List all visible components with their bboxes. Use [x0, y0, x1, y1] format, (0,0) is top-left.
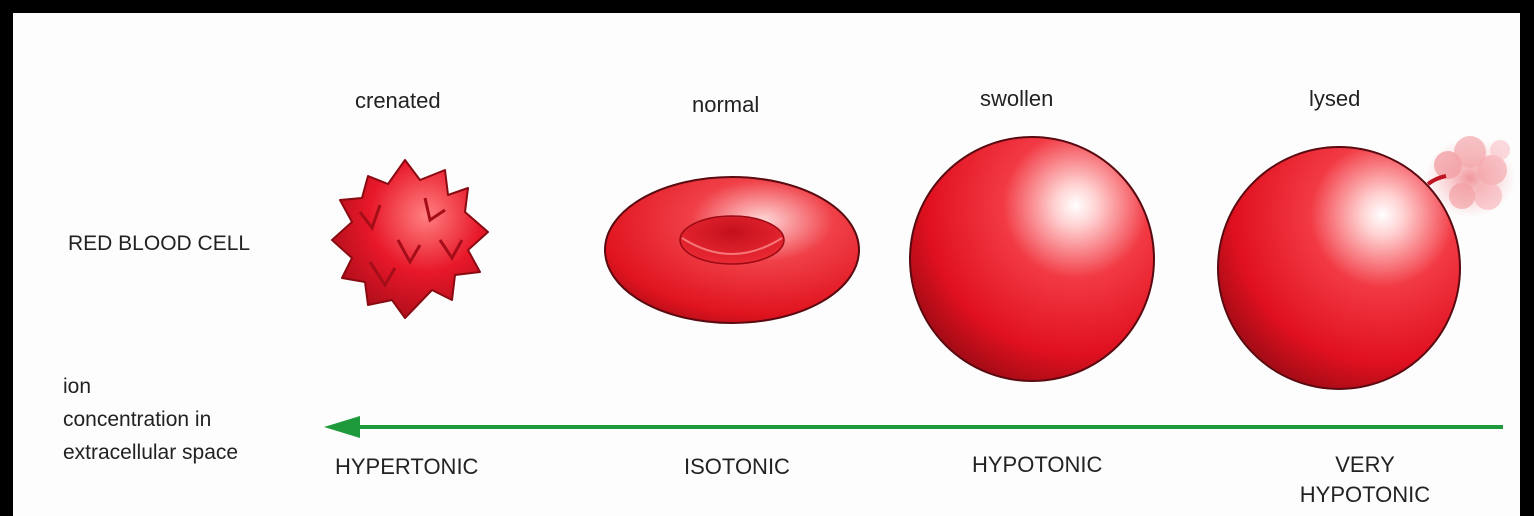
arrow-head-icon: [324, 416, 360, 438]
tonicity-label: VERY HYPOTONIC: [1290, 450, 1440, 510]
axis-label: ion concentration in extracellular space: [63, 370, 323, 469]
axis-label-line: concentration in: [63, 403, 323, 436]
lysed-cell-icon: [1218, 136, 1516, 389]
tonicity-label: HYPERTONIC: [335, 454, 478, 480]
cell-state-label: normal: [692, 92, 759, 118]
tonicity-label-line: HYPOTONIC: [1290, 480, 1440, 510]
crenated-cell-icon: [332, 160, 488, 318]
tonicity-label-line: VERY: [1290, 450, 1440, 480]
cell-state-label: crenated: [355, 88, 441, 114]
axis-label-line: ion: [63, 370, 323, 403]
swollen-cell-icon: [910, 137, 1154, 381]
cell-state-label: swollen: [980, 86, 1053, 112]
tonicity-label: HYPOTONIC: [972, 452, 1102, 478]
concentration-arrow: [324, 416, 1503, 438]
normal-cell-icon: [605, 177, 859, 323]
tonicity-label: ISOTONIC: [684, 454, 790, 480]
axis-label-line: extracellular space: [63, 436, 323, 469]
cell-state-label: lysed: [1309, 86, 1360, 112]
row-label: RED BLOOD CELL: [68, 232, 250, 256]
